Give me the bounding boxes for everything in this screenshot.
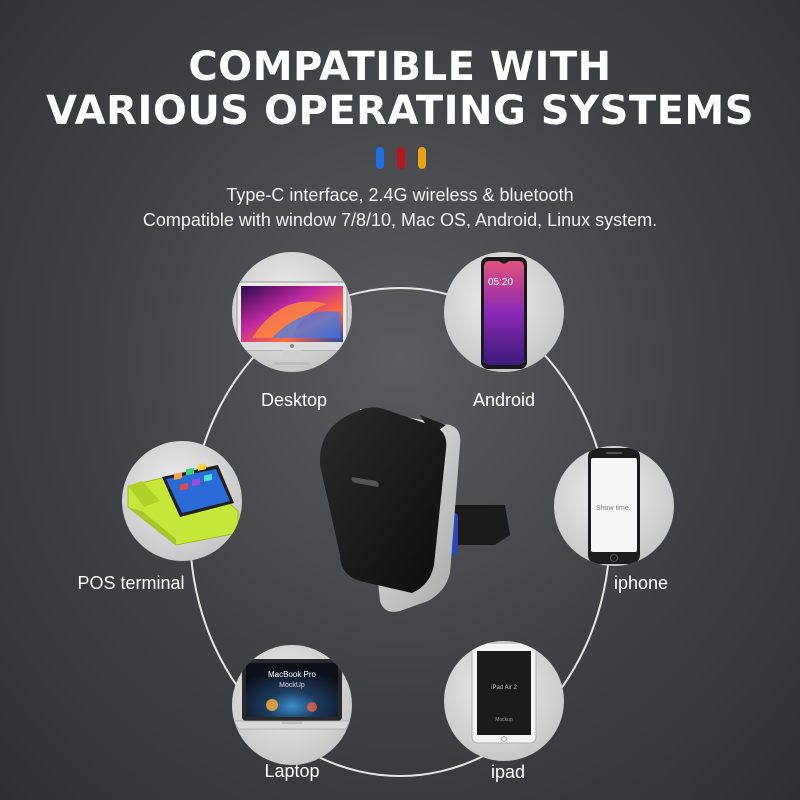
desktop-label: Desktop	[260, 390, 328, 410]
pos-terminal-label: POS terminal	[77, 573, 185, 593]
headline-line-1: COMPATIBLE WITH	[188, 44, 612, 90]
accent-dot-blue	[376, 147, 384, 169]
android-label: Android	[472, 390, 536, 410]
android-time: 05:20	[488, 277, 513, 288]
ipad-screen-line-2: Mockup	[495, 717, 513, 723]
laptop-icon: MacBook Pro MockUp	[233, 659, 351, 730]
ipad-label: ipad	[490, 762, 526, 782]
laptop-screen-line-1: MacBook Pro	[268, 670, 317, 679]
subtitle-line-1: Type-C interface, 2.4G wireless & blueto…	[226, 185, 574, 205]
accent-dot-yellow	[418, 147, 426, 169]
android-device: 05:20	[444, 252, 564, 372]
android-phone-icon: 05:20	[481, 257, 527, 369]
laptop-screen-line-2: MockUp	[279, 682, 305, 689]
ring-barcode-scanner-icon	[319, 407, 510, 612]
iphone-label: iphone	[613, 573, 669, 593]
ipad-device: iPad Air 2 Mockup	[444, 641, 564, 761]
desktop-device	[232, 252, 352, 372]
pos-terminal-icon	[127, 463, 239, 546]
iphone-screen-text: Show time.	[596, 505, 631, 512]
headline-line-2: VARIOUS OPERATING SYSTEMS	[45, 88, 755, 134]
laptop-label: Laptop	[264, 761, 320, 781]
ring-scanner-product	[300, 405, 520, 615]
accent-dot-red	[397, 147, 405, 169]
subtitle-line-2: Compatible with window 7/8/10, Mac OS, A…	[142, 210, 658, 230]
iphone-icon: Show time.	[588, 448, 640, 564]
pos-terminal-device	[122, 441, 242, 561]
ipad-icon: iPad Air 2 Mockup	[471, 642, 537, 744]
iphone-device: Show time.	[554, 446, 674, 566]
laptop-device: MacBook Pro MockUp	[232, 645, 352, 765]
accent-dots	[376, 147, 426, 169]
ipad-screen-line-1: iPad Air 2	[491, 685, 517, 691]
desktop-monitor-icon	[236, 281, 348, 365]
